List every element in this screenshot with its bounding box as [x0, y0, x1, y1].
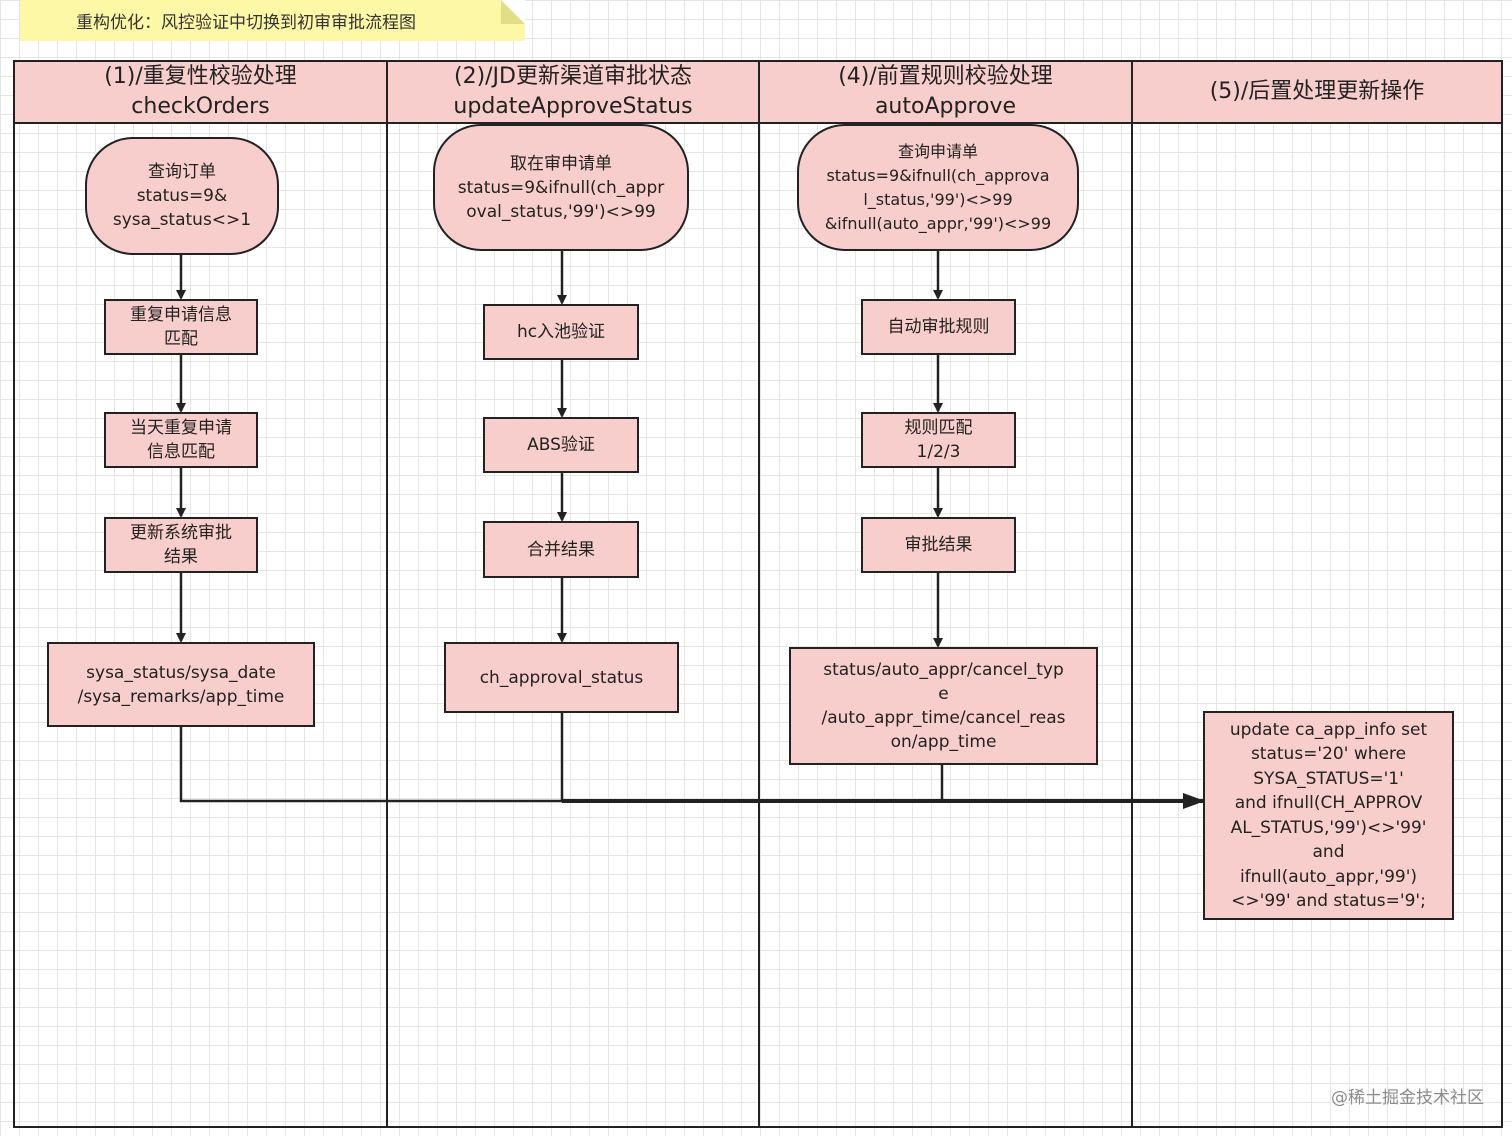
node-query-pending: 取在审申请单 status=9&ifnull(ch_appr oval_stat… — [433, 124, 689, 251]
node-ch-approval-status: ch_approval_status — [444, 642, 679, 713]
node-auto-approve-rules: 自动审批规则 — [861, 299, 1016, 355]
node-today-duplicate-match: 当天重复申请 信息匹配 — [104, 412, 258, 468]
lane-4-header: (5)/后置处理更新操作 — [1133, 62, 1501, 124]
node-status-fields: status/auto_appr/cancel_typ e /auto_appr… — [789, 647, 1098, 765]
lane-2-header: (2)/JD更新渠道审批状态 updateApproveStatus — [388, 62, 758, 124]
lane-1-title: (1)/重复性校验处理 — [104, 64, 297, 89]
title-note: 重构优化：风控验证中切换到初审审批流程图 — [20, 0, 525, 41]
lane-3: (4)/前置规则校验处理 autoApprove — [760, 62, 1133, 1126]
lane-1-subtitle: checkOrders — [131, 94, 270, 119]
node-sysa-fields: sysa_status/sysa_date /sysa_remarks/app_… — [47, 642, 315, 727]
merge-line-l1 — [179, 727, 562, 803]
lane-2-title: (2)/JD更新渠道审批状态 — [453, 64, 692, 89]
lane-2: (2)/JD更新渠道审批状态 updateApproveStatus — [388, 62, 760, 1126]
node-duplicate-match: 重复申请信息 匹配 — [104, 299, 258, 355]
node-merge-result: 合并结果 — [483, 521, 639, 578]
lane-3-header: (4)/前置规则校验处理 autoApprove — [760, 62, 1131, 124]
lane-4: (5)/后置处理更新操作 — [1133, 62, 1501, 1126]
node-abs-check: ABS验证 — [483, 417, 639, 473]
node-query-application: 查询申请单 status=9&ifnull(ch_approva l_statu… — [797, 124, 1079, 251]
node-query-orders: 查询订单 status=9& sysa_status<>1 — [85, 137, 279, 255]
swimlane-pool: (1)/重复性校验处理 checkOrders (2)/JD更新渠道审批状态 u… — [13, 60, 1503, 1128]
node-approve-result: 审批结果 — [861, 517, 1016, 573]
lane-2-subtitle: updateApproveStatus — [453, 94, 693, 119]
node-hc-pool-check: hc入池验证 — [483, 304, 639, 360]
node-update-system-result: 更新系统审批 结果 — [104, 517, 258, 573]
lane-3-title: (4)/前置规则校验处理 — [838, 64, 1053, 89]
watermark: @稀土掘金技术社区 — [1331, 1088, 1484, 1108]
node-rule-match: 规则匹配 1/2/3 — [861, 412, 1016, 468]
note-fold-corner — [501, 0, 525, 24]
lane-1-header: (1)/重复性校验处理 checkOrders — [15, 62, 386, 124]
lane-3-subtitle: autoApprove — [874, 94, 1017, 119]
lane-4-title: (5)/后置处理更新操作 — [1209, 79, 1425, 104]
lane-1: (1)/重复性校验处理 checkOrders — [15, 62, 388, 1126]
title-note-text: 重构优化：风控验证中切换到初审审批流程图 — [76, 13, 416, 33]
node-update-sql: update ca_app_info set status='20' where… — [1203, 711, 1454, 920]
